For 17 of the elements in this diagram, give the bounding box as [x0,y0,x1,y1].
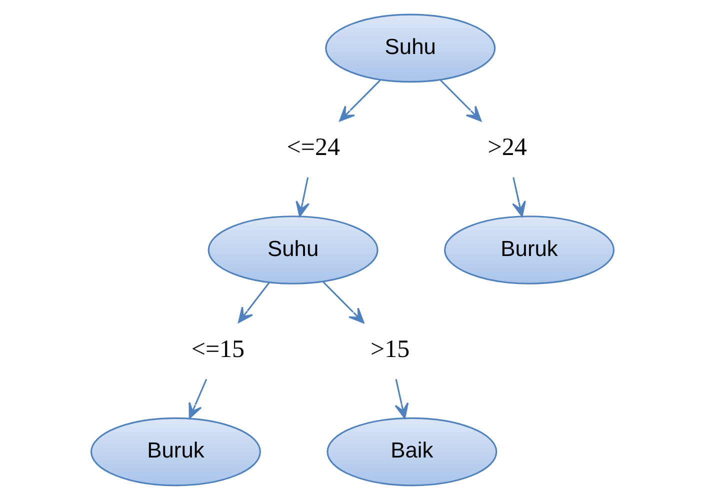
arrow [338,80,380,122]
node-text: >15 [370,336,410,363]
arrow [512,177,526,217]
node-text: >24 [487,134,526,162]
node-text: <=15 [190,336,244,363]
arrow [238,282,270,323]
arrow [439,80,482,122]
node-ellipse: Buruk [444,216,614,284]
node-ellipse: Suhu [324,14,496,83]
arrow [295,177,310,217]
node-ellipse: Baik [326,417,497,486]
node-ellipse: Buruk [90,417,260,486]
arrow [394,379,408,419]
arrow [188,378,207,419]
node-text: <=24 [286,134,340,162]
node-ellipse: Suhu [207,216,378,284]
arrow [322,281,364,324]
